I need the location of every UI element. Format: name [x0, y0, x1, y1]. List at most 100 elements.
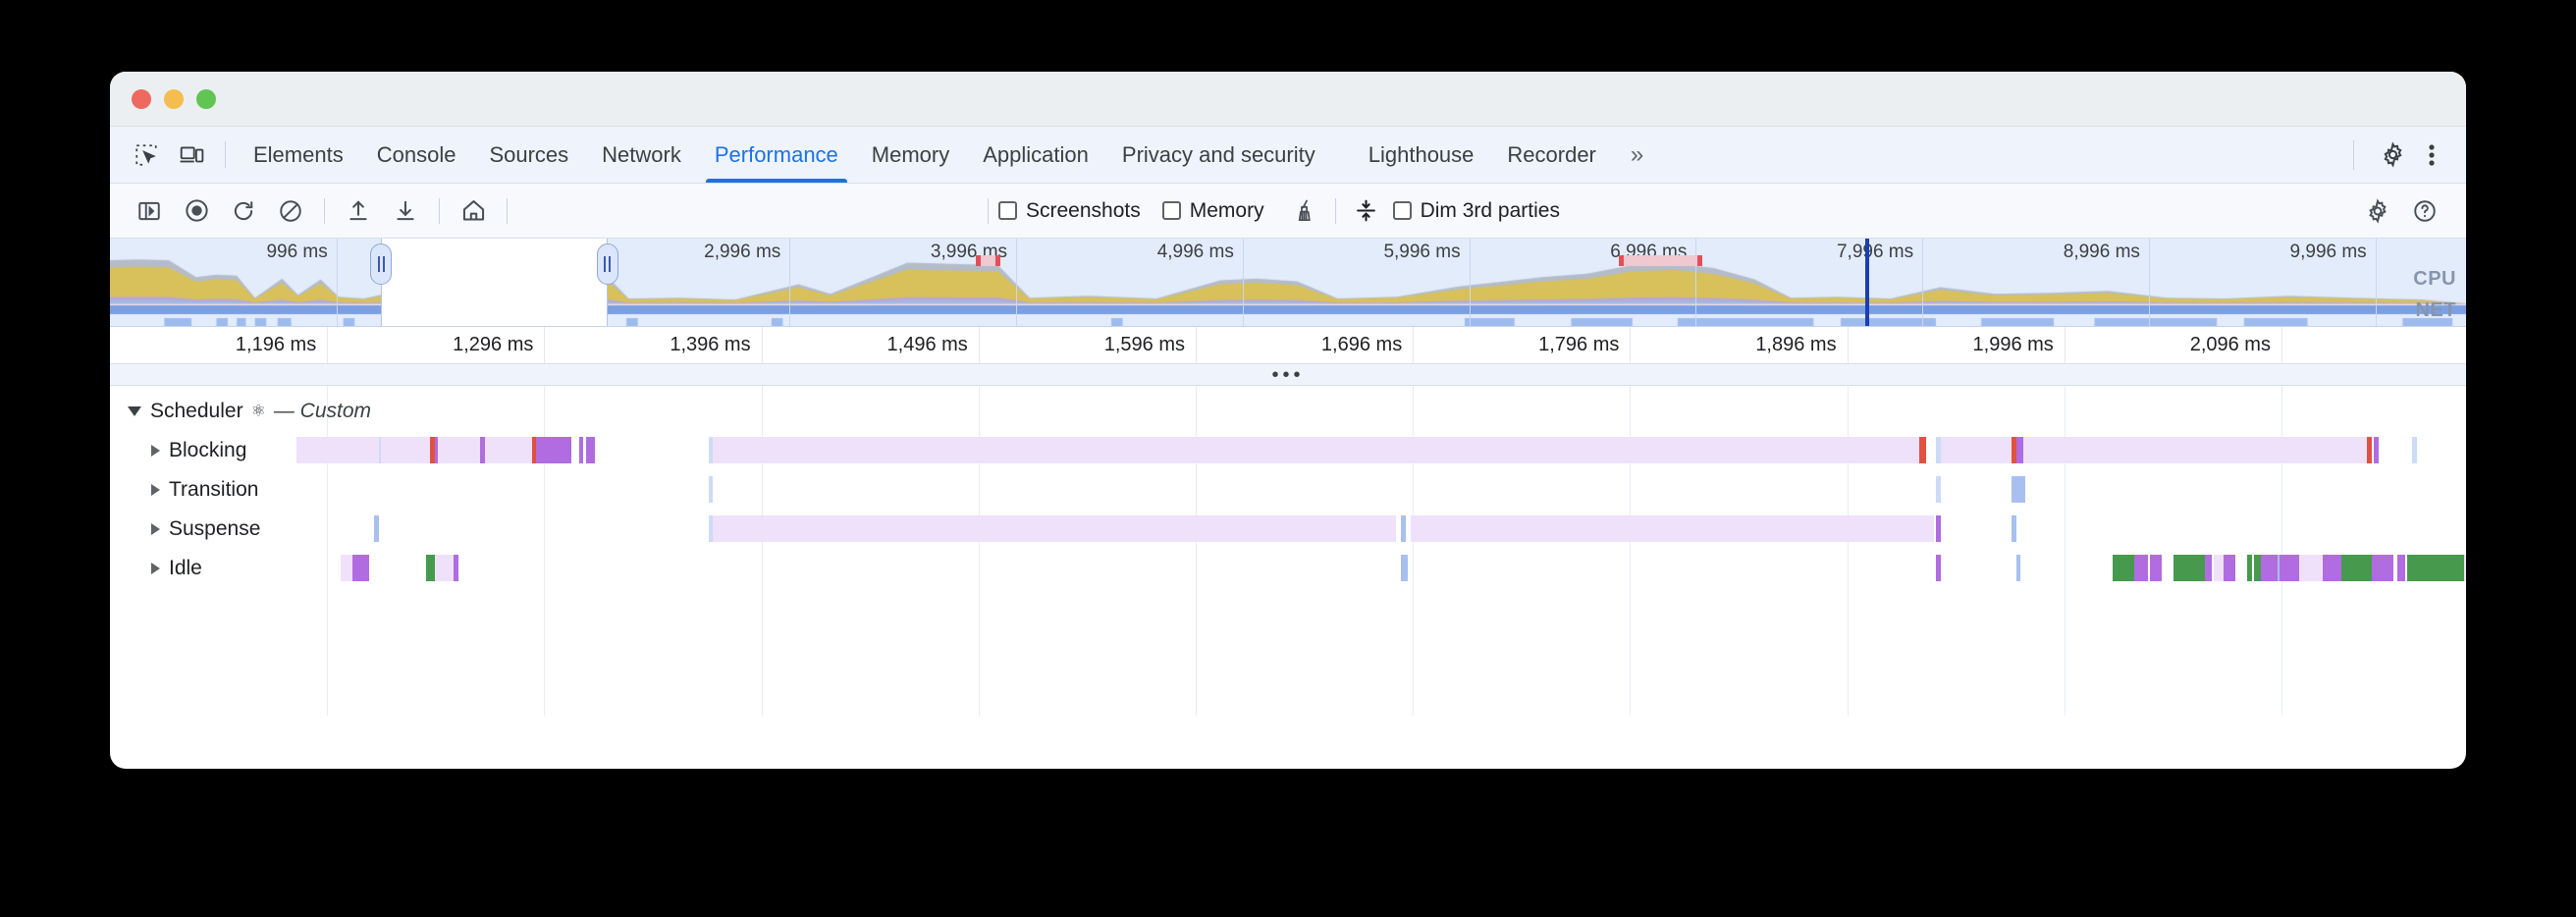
flame-bar[interactable]: [2150, 555, 2163, 581]
flame-bar[interactable]: [437, 437, 480, 463]
flame-bar[interactable]: [378, 437, 382, 463]
track-row-transition[interactable]: Transition: [110, 470, 2466, 510]
broom-icon[interactable]: [1286, 191, 1325, 231]
flame-bar[interactable]: [2174, 555, 2205, 581]
chevron-right-icon[interactable]: [151, 563, 160, 574]
track-row-suspense[interactable]: Suspense: [110, 510, 2466, 549]
panel-resizer[interactable]: •••: [110, 364, 2466, 386]
flame-bar[interactable]: [713, 515, 1397, 542]
more-tabs-icon[interactable]: »: [1613, 127, 1661, 183]
device-toolbar-icon[interactable]: [169, 127, 214, 183]
flame-bar[interactable]: [2011, 476, 2026, 503]
clear-button[interactable]: [267, 191, 314, 231]
flame-bar[interactable]: [2214, 555, 2224, 581]
tab-performance[interactable]: Performance: [698, 127, 855, 183]
flame-bar[interactable]: [479, 437, 485, 463]
flame-bar[interactable]: [2015, 555, 2021, 581]
flame-bar[interactable]: [435, 555, 455, 581]
flame-bar[interactable]: [543, 437, 572, 463]
flame-bar[interactable]: [1936, 437, 1941, 463]
flame-bar[interactable]: [2011, 437, 2016, 463]
flame-bar[interactable]: [536, 437, 544, 463]
flame-bar[interactable]: [1936, 555, 1941, 581]
flame-bar[interactable]: [295, 437, 379, 463]
tab-elements[interactable]: Elements: [237, 127, 360, 183]
memory-checkbox[interactable]: Memory: [1161, 199, 1264, 223]
load-profile-button[interactable]: [335, 191, 382, 231]
flame-bar[interactable]: [454, 555, 459, 581]
track-group-label[interactable]: Scheduler ⚛ — Custom: [110, 392, 371, 431]
track-row-idle[interactable]: Idle: [110, 549, 2466, 588]
flame-bar[interactable]: [2298, 555, 2323, 581]
flame-bar[interactable]: [1919, 437, 1927, 463]
selection-right-handle[interactable]: [596, 243, 618, 285]
track-group-scheduler[interactable]: Scheduler ⚛ — Custom: [110, 392, 2466, 431]
flame-bar[interactable]: [2278, 555, 2281, 581]
flame-bar[interactable]: [484, 437, 532, 463]
flame-bar[interactable]: [2322, 555, 2341, 581]
dim-3rd-parties-checkbox[interactable]: Dim 3rd parties: [1392, 199, 1560, 223]
track-label-blocking[interactable]: Blocking: [110, 431, 246, 470]
flame-bar[interactable]: [713, 437, 1920, 463]
flame-bar[interactable]: [430, 437, 436, 463]
flame-bar[interactable]: [2011, 515, 2016, 542]
chevron-right-icon[interactable]: [151, 445, 160, 457]
flame-bar[interactable]: [2367, 437, 2372, 463]
tab-recorder[interactable]: Recorder: [1490, 127, 1612, 183]
flame-bar[interactable]: [435, 437, 438, 463]
kebab-menu-icon[interactable]: [2415, 142, 2448, 168]
inspect-element-icon[interactable]: [124, 127, 169, 183]
flame-bar[interactable]: [2397, 555, 2405, 581]
flame-bar[interactable]: [1936, 476, 1941, 503]
help-icon[interactable]: [2401, 191, 2448, 231]
flame-bar[interactable]: [708, 515, 714, 542]
tab-console[interactable]: Console: [360, 127, 473, 183]
collapse-vertical-icon[interactable]: [1346, 191, 1387, 231]
chevron-right-icon[interactable]: [151, 484, 160, 496]
flame-bar[interactable]: [585, 437, 596, 463]
reload-and-record-button[interactable]: [220, 191, 267, 231]
flame-bar[interactable]: [2280, 555, 2299, 581]
flame-chart-area[interactable]: Scheduler ⚛ — Custom Blocking Transition…: [110, 386, 2466, 716]
flame-bar[interactable]: [352, 555, 369, 581]
flame-bar[interactable]: [425, 555, 436, 581]
flame-bar[interactable]: [2411, 437, 2417, 463]
flame-bar[interactable]: [1940, 437, 2012, 463]
track-label-transition[interactable]: Transition: [110, 470, 258, 510]
flame-bar[interactable]: [1401, 555, 1409, 581]
flame-bar[interactable]: [2223, 555, 2235, 581]
flame-bar[interactable]: [2246, 555, 2252, 581]
screenshots-checkbox[interactable]: Screenshots: [998, 199, 1141, 223]
flame-bar[interactable]: [1401, 515, 1406, 542]
flame-bar[interactable]: [578, 437, 584, 463]
flame-bar[interactable]: [1410, 515, 1934, 542]
flame-bar[interactable]: [341, 555, 353, 581]
flame-bar[interactable]: [2372, 555, 2393, 581]
record-button[interactable]: [173, 191, 220, 231]
save-profile-button[interactable]: [382, 191, 429, 231]
chevron-right-icon[interactable]: [151, 523, 160, 535]
flame-bar[interactable]: [2340, 555, 2372, 581]
toggle-sidebar-button[interactable]: [126, 191, 173, 231]
zoom-window-button[interactable]: [196, 88, 216, 109]
flame-bar[interactable]: [708, 476, 714, 503]
close-window-button[interactable]: [132, 88, 151, 109]
flame-bar[interactable]: [2463, 555, 2466, 581]
timeline-overview[interactable]: 996 ms1,996 ms2,996 ms3,996 ms4,996 ms5,…: [110, 239, 2466, 327]
flame-bar[interactable]: [2204, 555, 2212, 581]
tab-lighthouse[interactable]: Lighthouse: [1352, 127, 1491, 183]
chevron-down-icon[interactable]: [128, 406, 141, 416]
flame-bar[interactable]: [2113, 555, 2134, 581]
track-row-blocking[interactable]: Blocking: [110, 431, 2466, 470]
tab-memory[interactable]: Memory: [855, 127, 966, 183]
flame-bar[interactable]: [2407, 555, 2464, 581]
track-label-idle[interactable]: Idle: [110, 549, 202, 588]
track-label-suspense[interactable]: Suspense: [110, 510, 260, 549]
tab-network[interactable]: Network: [585, 127, 698, 183]
flame-bar[interactable]: [2374, 437, 2380, 463]
flame-bar[interactable]: [2254, 555, 2262, 581]
minimize-window-button[interactable]: [164, 88, 184, 109]
flame-bar[interactable]: [2261, 555, 2278, 581]
flame-bar[interactable]: [1936, 515, 1941, 542]
